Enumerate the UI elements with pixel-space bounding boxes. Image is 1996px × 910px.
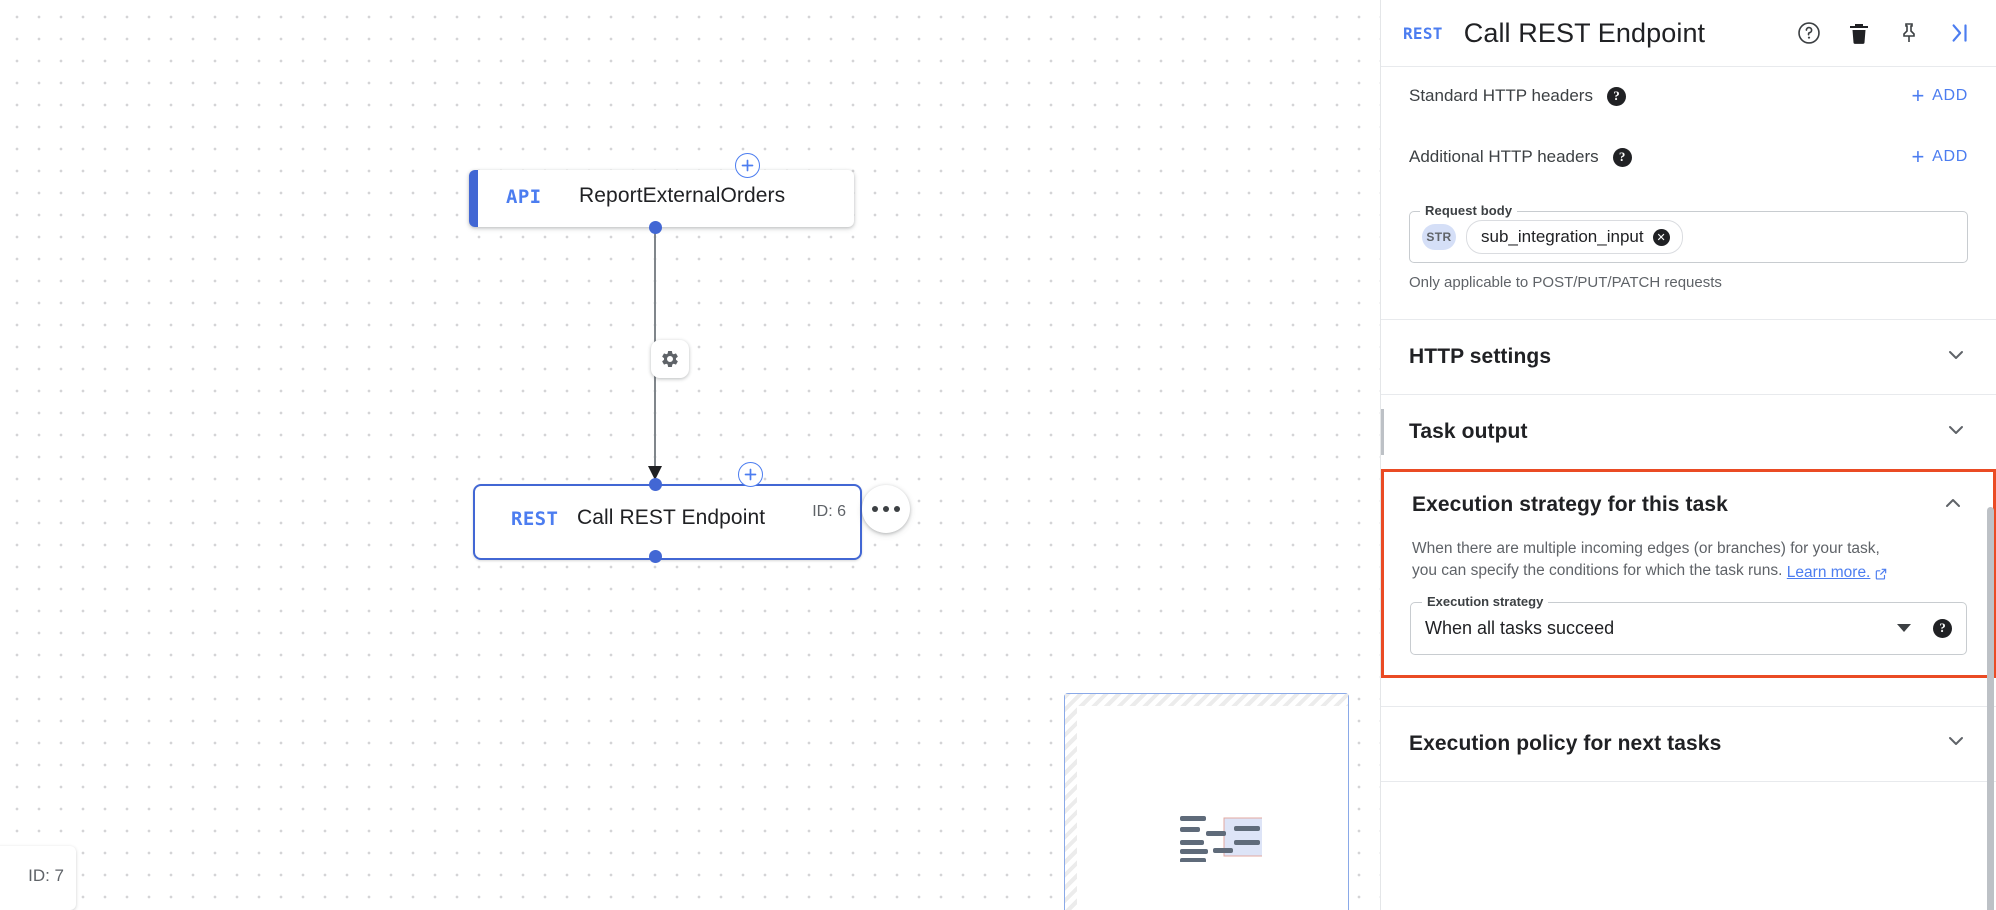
divider (1381, 705, 1996, 707)
divider (1381, 319, 1996, 320)
panel-scrollbar[interactable] (1987, 507, 1994, 910)
add-standard-header-button[interactable]: + ADD (1912, 85, 1968, 107)
section-accent-bar (1381, 409, 1384, 455)
description-line-1: When there are multiple incoming edges (… (1412, 540, 1880, 557)
section-title: Task output (1409, 420, 1528, 443)
plus-icon: + (1911, 83, 1926, 108)
request-body-variable-chip[interactable]: sub_integration_input ✕ (1466, 220, 1683, 254)
execution-strategy-description: When there are multiple incoming edges (… (1384, 538, 1993, 585)
node-id-label: ID: 7 (28, 866, 64, 885)
chip-label: sub_integration_input (1481, 227, 1644, 246)
kebab-dot (894, 506, 900, 512)
flow-canvas[interactable]: API ReportExternalOrders REST Call REST … (0, 0, 1380, 910)
execution-strategy-select[interactable]: Execution strategy When all tasks succee… (1410, 593, 1967, 655)
standard-http-headers-label: Standard HTTP headers (1409, 86, 1593, 105)
pin-icon[interactable] (1894, 18, 1924, 48)
node-title: ReportExternalOrders (579, 184, 786, 207)
panel-scroll-area[interactable]: Standard HTTP headers ? + ADD Additional… (1381, 67, 1996, 910)
section-title: HTTP settings (1409, 345, 1552, 368)
type-badge-str: STR (1422, 224, 1456, 250)
node-rest-output-port[interactable] (649, 550, 662, 563)
section-title: Execution strategy for this task (1412, 493, 1728, 516)
gear-icon (662, 350, 678, 367)
add-additional-header-button[interactable]: + ADD (1912, 146, 1968, 168)
divider (1381, 780, 1996, 782)
node-api-output-port[interactable] (649, 221, 662, 234)
request-body-helper-text: Only applicable to POST/PUT/PATCH reques… (1409, 274, 1722, 291)
additional-http-headers-label: Additional HTTP headers (1409, 147, 1599, 166)
execution-strategy-header[interactable]: Execution strategy for this task (1384, 472, 1993, 538)
additional-http-headers-row: Additional HTTP headers ? + ADD (1381, 125, 1996, 189)
section-execution-strategy[interactable]: Execution strategy for this task When th… (1381, 469, 1996, 678)
node-rest-input-port[interactable] (649, 478, 662, 491)
learn-more-link[interactable]: Learn more. (1787, 562, 1889, 584)
node-title: Call REST Endpoint (577, 506, 766, 529)
panel-title: Call REST Endpoint (1463, 17, 1706, 48)
kebab-dot (883, 506, 889, 512)
node-accent-bar (469, 170, 478, 227)
task-config-panel: REST Call REST Endpoint Standard HTTP (1380, 0, 1996, 910)
kebab-dot (872, 506, 878, 512)
description-line-2: you can specify the conditions for which… (1412, 562, 1783, 580)
learn-more-label: Learn more. (1786, 564, 1871, 582)
add-node-button-bottom[interactable] (738, 462, 763, 487)
plus-icon: + (1911, 144, 1926, 169)
flow-node-partial[interactable]: ID: 7 (0, 846, 76, 910)
standard-http-headers-row: Standard HTTP headers ? + ADD (1381, 67, 1996, 125)
execution-strategy-legend: Execution strategy (1422, 593, 1549, 609)
request-body-field[interactable]: Request body STR sub_integration_input ✕ (1409, 203, 1968, 263)
request-body-legend: Request body (1420, 203, 1518, 218)
node-type-badge: API (506, 186, 542, 208)
collapse-panel-icon[interactable] (1944, 18, 1974, 48)
chevron-up-icon (1941, 491, 1965, 520)
flow-node-api[interactable]: API ReportExternalOrders (469, 170, 854, 227)
subflow-inner (1077, 706, 1348, 910)
panel-actions (1794, 18, 1974, 48)
add-label: ADD (1932, 148, 1968, 165)
divider (1381, 394, 1996, 395)
delete-icon[interactable] (1844, 18, 1874, 48)
edge-settings-button[interactable] (651, 340, 689, 378)
section-task-output[interactable]: Task output (1381, 395, 1996, 469)
section-title: Execution policy for next tasks (1409, 731, 1722, 755)
remove-chip-icon[interactable]: ✕ (1652, 228, 1670, 246)
subflow-container[interactable] (1064, 693, 1349, 910)
help-icon[interactable]: ? (1933, 618, 1952, 638)
panel-header: REST Call REST Endpoint (1381, 0, 1996, 67)
section-execution-policy[interactable]: Execution policy for next tasks (1381, 707, 1996, 781)
add-node-button-top[interactable] (735, 153, 760, 178)
execution-strategy-value: When all tasks succeed (1425, 617, 1615, 638)
diagram-placeholder-icon (1180, 816, 1262, 862)
node-id-label: ID: 6 (812, 503, 846, 520)
help-icon[interactable] (1794, 18, 1824, 48)
chevron-down-icon[interactable] (1897, 624, 1911, 633)
external-link-icon (1876, 568, 1887, 580)
node-type-badge: REST (511, 508, 559, 530)
panel-type-badge: REST (1403, 23, 1443, 43)
help-icon[interactable]: ? (1606, 86, 1626, 106)
help-icon[interactable]: ? (1612, 147, 1632, 167)
section-http-settings[interactable]: HTTP settings (1381, 320, 1996, 394)
chevron-down-icon (1944, 343, 1968, 372)
chevron-down-icon (1944, 418, 1968, 447)
node-menu-button[interactable] (862, 485, 910, 533)
flow-node-rest[interactable]: REST Call REST Endpoint ID: 6 (473, 484, 862, 560)
chevron-down-icon (1944, 729, 1968, 758)
add-label: ADD (1932, 87, 1968, 104)
